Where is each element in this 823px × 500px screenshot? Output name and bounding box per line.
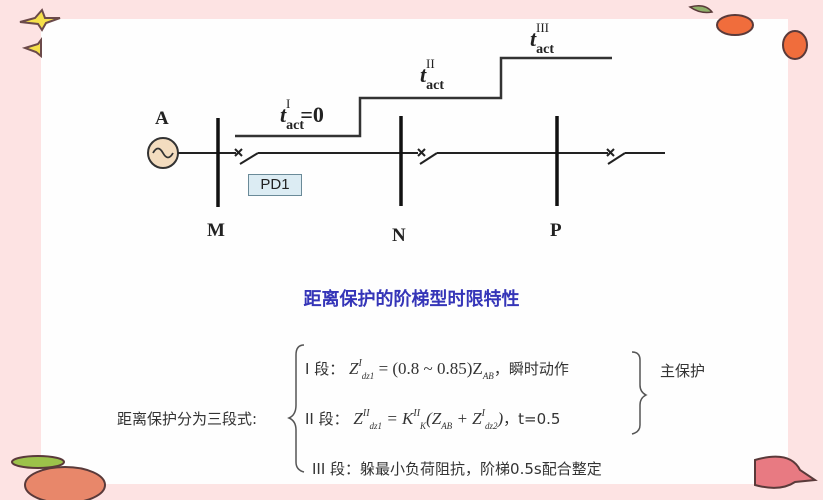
right-brace: [631, 351, 648, 435]
star-icon: [19, 8, 61, 59]
formula-zone2: II 段： ZIIdz1 = KIIK(ZAB + ZIdz2)，t=0.5: [305, 408, 561, 431]
main-protection-label: 主保护: [660, 362, 706, 380]
time-label-zone1: tactI=0: [280, 96, 324, 133]
formula-zone1: I 段： ZIdz1 = (0.8 ~ 0.85)ZAB，瞬时动作: [305, 358, 569, 381]
diagram-title: 距离保护的阶梯型时限特性: [303, 289, 520, 310]
time-label-zone3: tactIII: [530, 20, 555, 57]
peach-icon: [11, 455, 106, 500]
time-label-zone2: tactII: [420, 56, 445, 93]
apple-icon: [688, 5, 808, 60]
formula-intro: 距离保护分为三段式:: [117, 410, 258, 428]
relay-pd1-box: PD1: [248, 174, 302, 196]
slide-canvas: [41, 19, 788, 484]
bird-icon: [754, 455, 818, 489]
source-label: A: [155, 108, 169, 129]
left-brace: [287, 344, 305, 473]
bus-label-p: P: [550, 220, 562, 241]
formula-zone3: III 段：躲最小负荷阻抗，阶梯0.5s配合整定: [312, 460, 602, 478]
breaker-icon: [234, 148, 626, 165]
bus-label-n: N: [392, 225, 406, 246]
time-step-curve: [235, 56, 612, 138]
bus-label-m: M: [207, 220, 225, 241]
